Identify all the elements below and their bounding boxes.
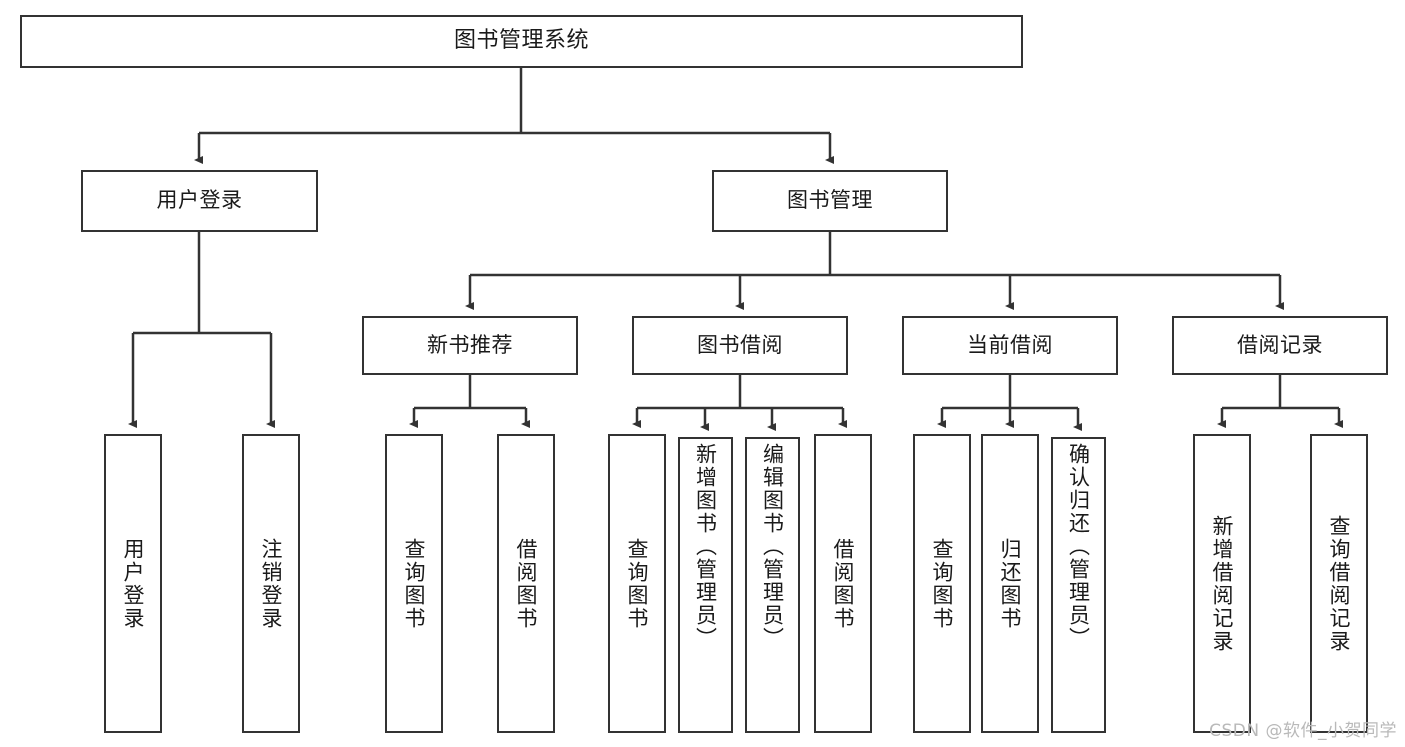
- leaf-current-borrow-return[interactable]: 归还图书: [981, 434, 1039, 733]
- node-label: 图书借阅: [697, 332, 783, 357]
- node-label: 查询图书: [930, 537, 955, 630]
- node-label: 查询借阅记录: [1327, 514, 1352, 653]
- node-label: 编辑图书（管理员）: [760, 443, 785, 650]
- leaf-new-book-query[interactable]: 查询图书: [385, 434, 443, 733]
- node-label: 新增图书（管理员）: [693, 443, 718, 650]
- node-label: 用户登录: [156, 188, 243, 213]
- node-label: 查询图书: [625, 537, 650, 630]
- leaf-book-borrow-add[interactable]: 新增图书（管理员）: [678, 437, 733, 733]
- leaf-borrow-record-add[interactable]: 新增借阅记录: [1193, 434, 1251, 733]
- node-label: 确认归还（管理员）: [1066, 443, 1091, 650]
- leaf-book-borrow-edit[interactable]: 编辑图书（管理员）: [745, 437, 800, 733]
- node-label: 图书管理系统: [453, 28, 589, 54]
- node-new-book-recommend[interactable]: 新书推荐: [362, 316, 578, 375]
- node-book-borrow[interactable]: 图书借阅: [632, 316, 848, 375]
- node-label: 归还图书: [998, 537, 1023, 630]
- node-label: 借阅图书: [514, 537, 539, 630]
- node-current-borrow[interactable]: 当前借阅: [902, 316, 1118, 375]
- leaf-current-borrow-query[interactable]: 查询图书: [913, 434, 971, 733]
- node-label: 新增借阅记录: [1210, 514, 1235, 653]
- node-label: 当前借阅: [967, 332, 1053, 357]
- node-label: 注销登录: [259, 537, 284, 630]
- leaf-new-book-borrow[interactable]: 借阅图书: [497, 434, 555, 733]
- leaf-user-login-logout[interactable]: 注销登录: [242, 434, 300, 733]
- node-book-management[interactable]: 图书管理: [712, 170, 948, 232]
- node-label: 用户登录: [121, 537, 146, 630]
- watermark: CSDN @软件_小贺同学: [1209, 721, 1397, 741]
- leaf-user-login-login[interactable]: 用户登录: [104, 434, 162, 733]
- leaf-book-borrow-query[interactable]: 查询图书: [608, 434, 666, 733]
- node-label: 图书管理: [787, 188, 873, 213]
- leaf-current-borrow-confirm-return[interactable]: 确认归还（管理员）: [1051, 437, 1106, 733]
- node-label: 新书推荐: [427, 332, 513, 357]
- node-root-system[interactable]: 图书管理系统: [20, 15, 1023, 68]
- node-borrow-record[interactable]: 借阅记录: [1172, 316, 1388, 375]
- node-label: 借阅记录: [1237, 332, 1323, 357]
- node-label: 借阅图书: [831, 537, 856, 630]
- leaf-borrow-record-query[interactable]: 查询借阅记录: [1310, 434, 1368, 733]
- node-label: 查询图书: [402, 537, 427, 630]
- leaf-book-borrow-borrow[interactable]: 借阅图书: [814, 434, 872, 733]
- node-user-login[interactable]: 用户登录: [81, 170, 318, 232]
